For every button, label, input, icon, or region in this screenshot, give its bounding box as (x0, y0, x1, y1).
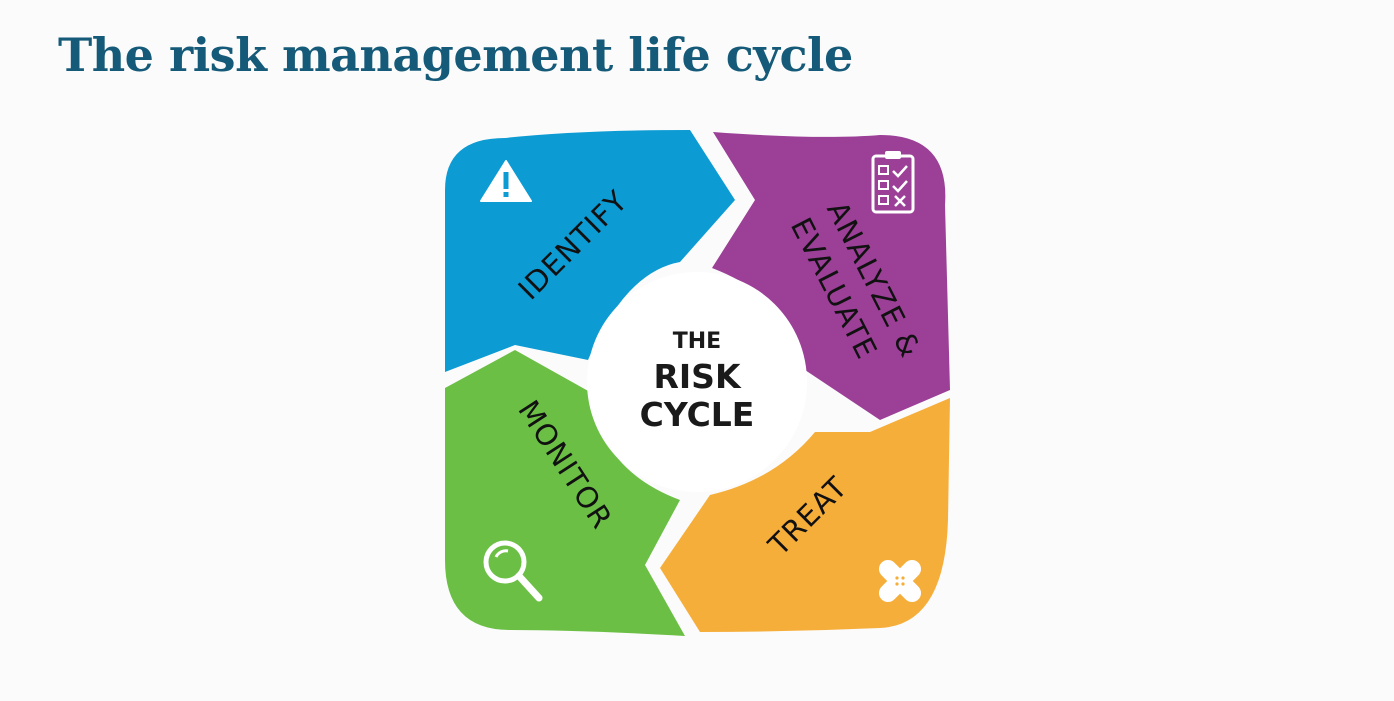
center-line-1: THE (673, 329, 721, 354)
warning-icon (480, 160, 532, 202)
page-title: The risk management life cycle (58, 28, 853, 82)
segment-treat: TREAT (660, 398, 950, 632)
bandage-icon (878, 559, 922, 603)
segment-monitor-shape (445, 350, 685, 636)
center-circle: THE RISK CYCLE (587, 272, 807, 492)
center-line-2: RISK (653, 357, 741, 396)
segment-analyze-shape (712, 132, 950, 420)
segment-treat-shape (660, 398, 950, 632)
checklist-icon (871, 151, 915, 214)
center-line-3: CYCLE (640, 395, 755, 434)
segment-identify: IDENTIFY (445, 130, 735, 372)
magnifier-icon (483, 540, 543, 602)
segment-analyze: ANALYZE & EVALUATE (712, 132, 950, 420)
